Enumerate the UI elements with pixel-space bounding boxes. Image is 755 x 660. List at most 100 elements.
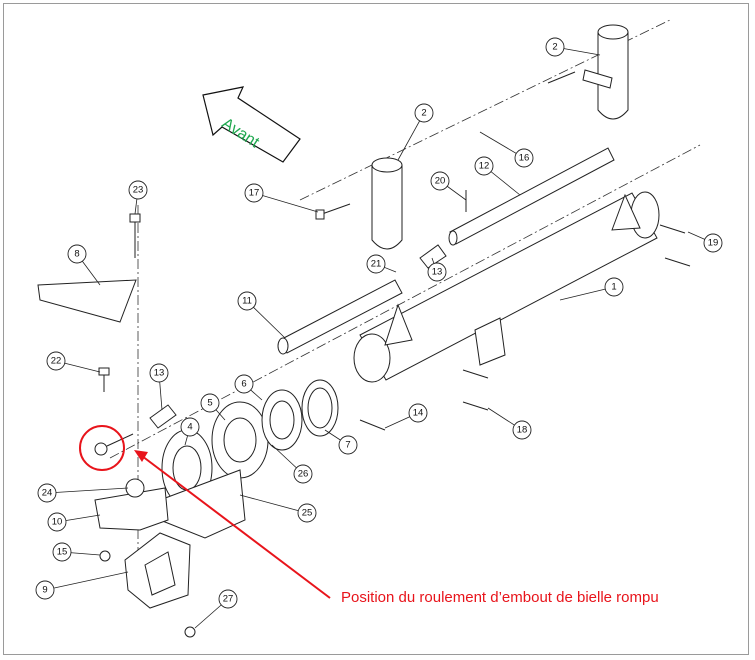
callout-18: 18 <box>487 407 532 440</box>
callout-number: 20 <box>435 176 446 187</box>
main-axis-centerline <box>109 144 701 459</box>
rod-end-eye <box>94 442 108 456</box>
callout-20: 20 <box>430 171 467 201</box>
post-part-2-right <box>582 24 629 120</box>
post-part-2-left <box>371 157 403 250</box>
callout-1: 1 <box>559 277 624 301</box>
callout-number: 13 <box>154 368 165 379</box>
callout-leader <box>46 487 129 494</box>
callout-number: 16 <box>519 153 530 164</box>
callout-number: 4 <box>187 422 192 433</box>
callout-number: 18 <box>517 425 528 436</box>
callout-number: 25 <box>302 508 313 519</box>
callout-5: 5 <box>200 393 226 421</box>
rod-end-part-13 <box>149 404 177 429</box>
callout-number: 26 <box>298 469 309 480</box>
callout-13: 13 <box>427 257 447 282</box>
callout-bubble <box>414 103 434 123</box>
callout-number: 7 <box>345 440 350 451</box>
callout-number: 21 <box>371 259 382 270</box>
callout-bubble <box>545 37 565 57</box>
callout-bubble <box>604 277 624 297</box>
callout-leader <box>239 494 308 514</box>
callout-number: 10 <box>52 517 63 528</box>
plate-part-10 <box>94 487 169 531</box>
callout-bubble <box>408 403 428 423</box>
callout-bubble <box>244 183 264 203</box>
tube-part-12 <box>448 147 615 246</box>
callout-4: 4 <box>180 417 200 446</box>
callout-bubble <box>46 351 66 371</box>
callout-6: 6 <box>234 374 263 401</box>
nut-part-15 <box>99 550 111 562</box>
callout-bubble <box>52 542 72 562</box>
callout-16: 16 <box>479 131 534 168</box>
callout-9: 9 <box>35 571 129 600</box>
callout-number: 14 <box>413 408 424 419</box>
callout-12: 12 <box>474 156 521 196</box>
highlight-circle <box>79 425 125 471</box>
callout-number: 22 <box>51 356 62 367</box>
callout-bubble <box>180 417 200 437</box>
callout-bubble <box>149 363 169 383</box>
callout-26: 26 <box>271 444 313 484</box>
callout-number: 12 <box>479 161 490 172</box>
callout-number: 23 <box>133 185 144 196</box>
callout-13: 13 <box>149 363 169 411</box>
callout-bubble <box>37 483 57 503</box>
callout-number: 11 <box>242 296 252 307</box>
callout-7: 7 <box>324 429 358 455</box>
callout-bubble <box>297 503 317 523</box>
callout-27: 27 <box>194 589 238 629</box>
callout-number: 17 <box>249 188 260 199</box>
plate-part-8 <box>37 279 137 323</box>
bearing-part-24 <box>125 478 145 498</box>
direction-arrow <box>202 86 301 163</box>
callout-23: 23 <box>128 180 148 215</box>
bolts <box>98 71 691 431</box>
callout-bubble <box>47 512 67 532</box>
callout-11: 11 <box>237 291 286 339</box>
annotation-text: Position du roulement d’embout de bielle… <box>341 589 659 606</box>
callout-number: 2 <box>552 42 557 53</box>
callout-number: 15 <box>57 547 68 558</box>
callout-number: 6 <box>241 379 246 390</box>
callout-bubble <box>703 233 723 253</box>
callout-bubble <box>67 244 87 264</box>
callout-8: 8 <box>67 244 101 286</box>
callout-17: 17 <box>244 183 319 213</box>
callout-2: 2 <box>397 103 434 161</box>
callout-bubble <box>474 156 494 176</box>
main-tube-part-1 <box>353 191 660 383</box>
callout-number: 2 <box>421 108 426 119</box>
callout-number: 24 <box>42 488 53 499</box>
callout-number: 1 <box>611 282 616 293</box>
callout-bubble <box>200 393 220 413</box>
callout-bubble <box>293 464 313 484</box>
rod-end-part-13-upper <box>419 244 447 269</box>
callout-bubble <box>237 291 257 311</box>
callout-2: 2 <box>545 37 601 57</box>
callout-10: 10 <box>47 512 101 532</box>
callout-22: 22 <box>46 351 101 373</box>
callout-number: 8 <box>74 249 79 260</box>
callout-14: 14 <box>384 403 428 429</box>
callout-24: 24 <box>37 483 129 503</box>
callouts: 1221216172021131319118232265471418262524… <box>35 37 723 629</box>
tube-part-11 <box>277 279 403 355</box>
callout-number: 19 <box>708 238 719 249</box>
callout-bubble <box>430 171 450 191</box>
arrow-head-icon <box>134 450 148 462</box>
callout-bubble <box>234 374 254 394</box>
callout-bubble <box>128 180 148 200</box>
callout-number: 13 <box>432 267 443 278</box>
callout-25: 25 <box>239 494 317 523</box>
callout-bubble <box>218 589 238 609</box>
callout-bubble <box>366 254 386 274</box>
diagram-frame <box>3 3 749 655</box>
callout-bubble <box>514 148 534 168</box>
callout-21: 21 <box>366 254 397 274</box>
callout-19: 19 <box>687 231 723 253</box>
failure-annotation <box>79 425 331 599</box>
